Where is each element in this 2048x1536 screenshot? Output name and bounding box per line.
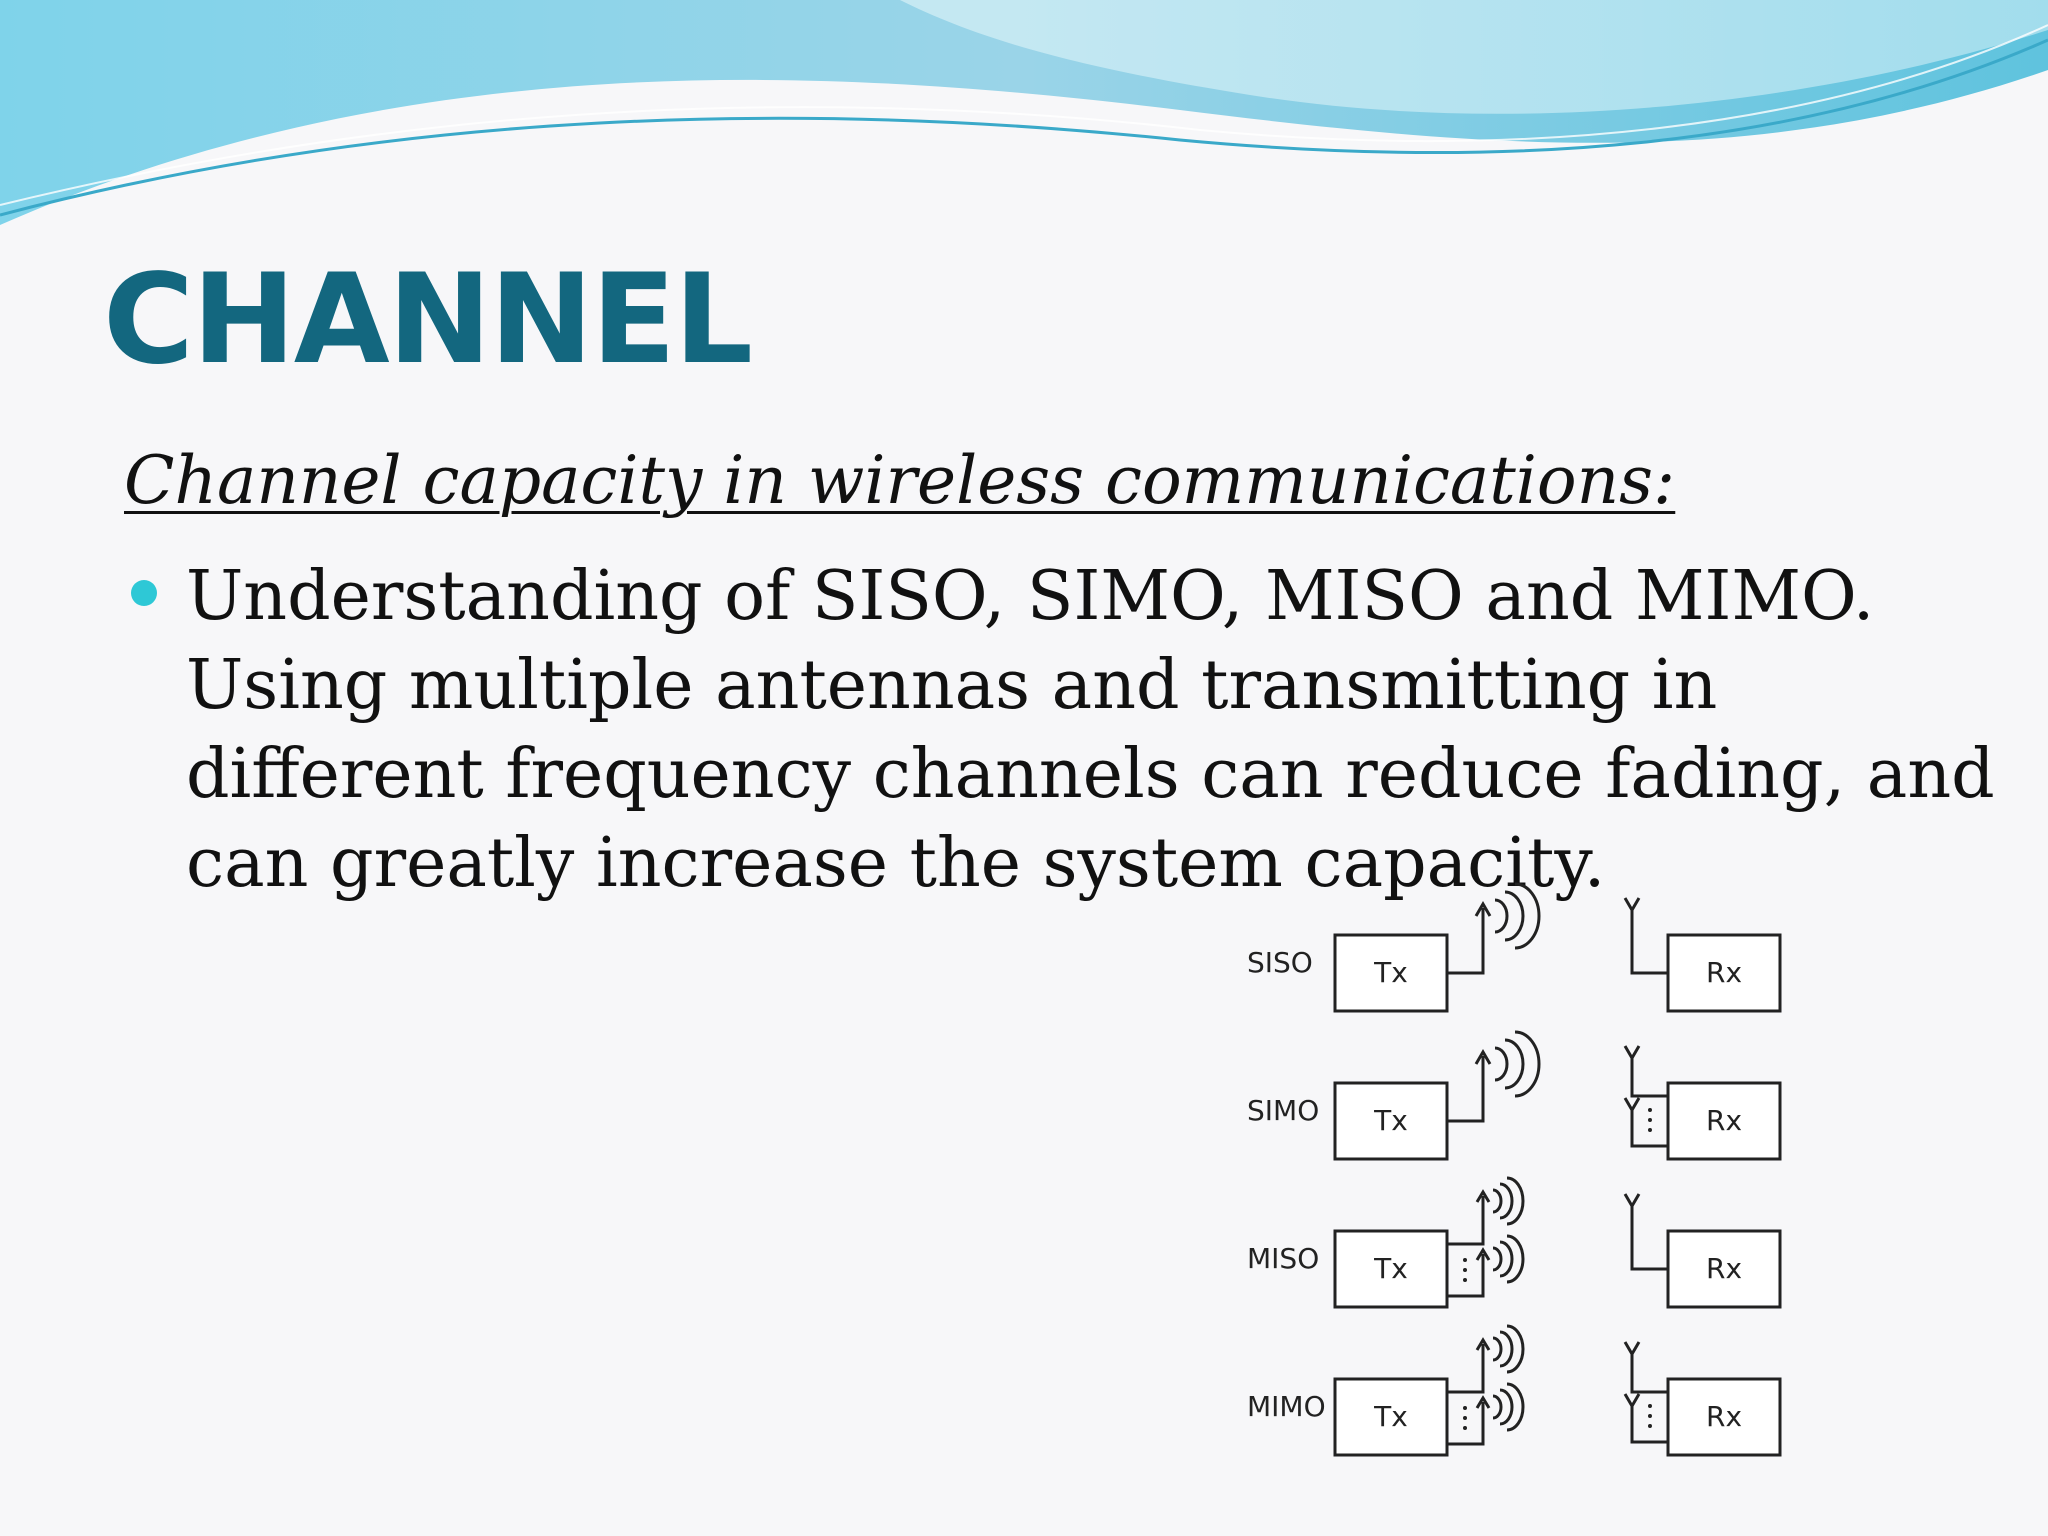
tx-antenna-icon: [1475, 1395, 1491, 1409]
tx-label: Tx: [1373, 1400, 1408, 1433]
tx-label: Tx: [1373, 1252, 1408, 1285]
diagram-row-siso: SISO Tx Rx: [1247, 882, 1782, 1013]
diagram-row-mimo: MIMO Tx Rx: [1247, 1324, 1782, 1457]
tx-box: [1333, 1377, 1449, 1457]
tx-box: [1333, 933, 1449, 1013]
row-label: MIMO: [1247, 1390, 1326, 1423]
diagram-row-simo: SIMO Tx Rx: [1247, 1030, 1782, 1161]
rx-label: Rx: [1706, 1252, 1742, 1285]
row-label: MISO: [1247, 1242, 1319, 1275]
rx-label: Rx: [1706, 956, 1742, 989]
radio-waves-icon: [1494, 882, 1541, 950]
row-label: SISO: [1247, 946, 1313, 979]
diagram-row-miso: MISO Tx Rx: [1247, 1176, 1782, 1309]
rx-antenna-icon: [1623, 1045, 1641, 1061]
tx-label: Tx: [1373, 956, 1408, 989]
rx-label: Rx: [1706, 1104, 1742, 1137]
tx-antenna-icon: [1474, 1049, 1492, 1065]
rx-antenna-icon: [1623, 1097, 1641, 1113]
tx-box: [1333, 1081, 1449, 1161]
rx-antenna-icon: [1623, 1341, 1641, 1357]
radio-waves-icon: [1492, 1176, 1525, 1226]
radio-waves-icon: [1492, 1234, 1525, 1284]
tx-antenna-icon: [1475, 1247, 1491, 1261]
tx-antenna-icon: [1475, 1337, 1491, 1351]
rx-antenna-icon: [1623, 1393, 1641, 1409]
rx-box: [1666, 1377, 1782, 1457]
radio-waves-icon: [1492, 1324, 1525, 1374]
bullet-dot-icon: [131, 580, 157, 606]
rx-box: [1666, 933, 1782, 1013]
rx-box: [1666, 1081, 1782, 1161]
rx-box: [1666, 1229, 1782, 1309]
bullet-list: Understanding of SISO, SIMO, MISO and MI…: [130, 552, 2010, 908]
slide-title: CHANNEL: [103, 248, 753, 392]
tx-antenna-icon: [1474, 901, 1492, 917]
slide-subtitle: Channel capacity in wireless communicati…: [124, 442, 1676, 519]
tx-antenna-icon: [1475, 1189, 1491, 1203]
radio-waves-icon: [1494, 1030, 1541, 1098]
tx-box: [1333, 1229, 1449, 1309]
rx-antenna-icon: [1623, 897, 1641, 913]
rx-antenna-icon: [1623, 1193, 1641, 1209]
header-wave-decoration: [0, 0, 2048, 225]
bullet-item: Understanding of SISO, SIMO, MISO and MI…: [130, 552, 2010, 908]
radio-waves-icon: [1492, 1382, 1525, 1432]
tx-label: Tx: [1373, 1104, 1408, 1137]
rx-label: Rx: [1706, 1400, 1742, 1433]
row-label: SIMO: [1247, 1094, 1319, 1127]
siso-simo-miso-mimo-diagram: SISO Tx Rx SIMO Tx Rx M: [1247, 882, 1782, 1457]
bullet-text: Understanding of SISO, SIMO, MISO and MI…: [186, 557, 1995, 903]
